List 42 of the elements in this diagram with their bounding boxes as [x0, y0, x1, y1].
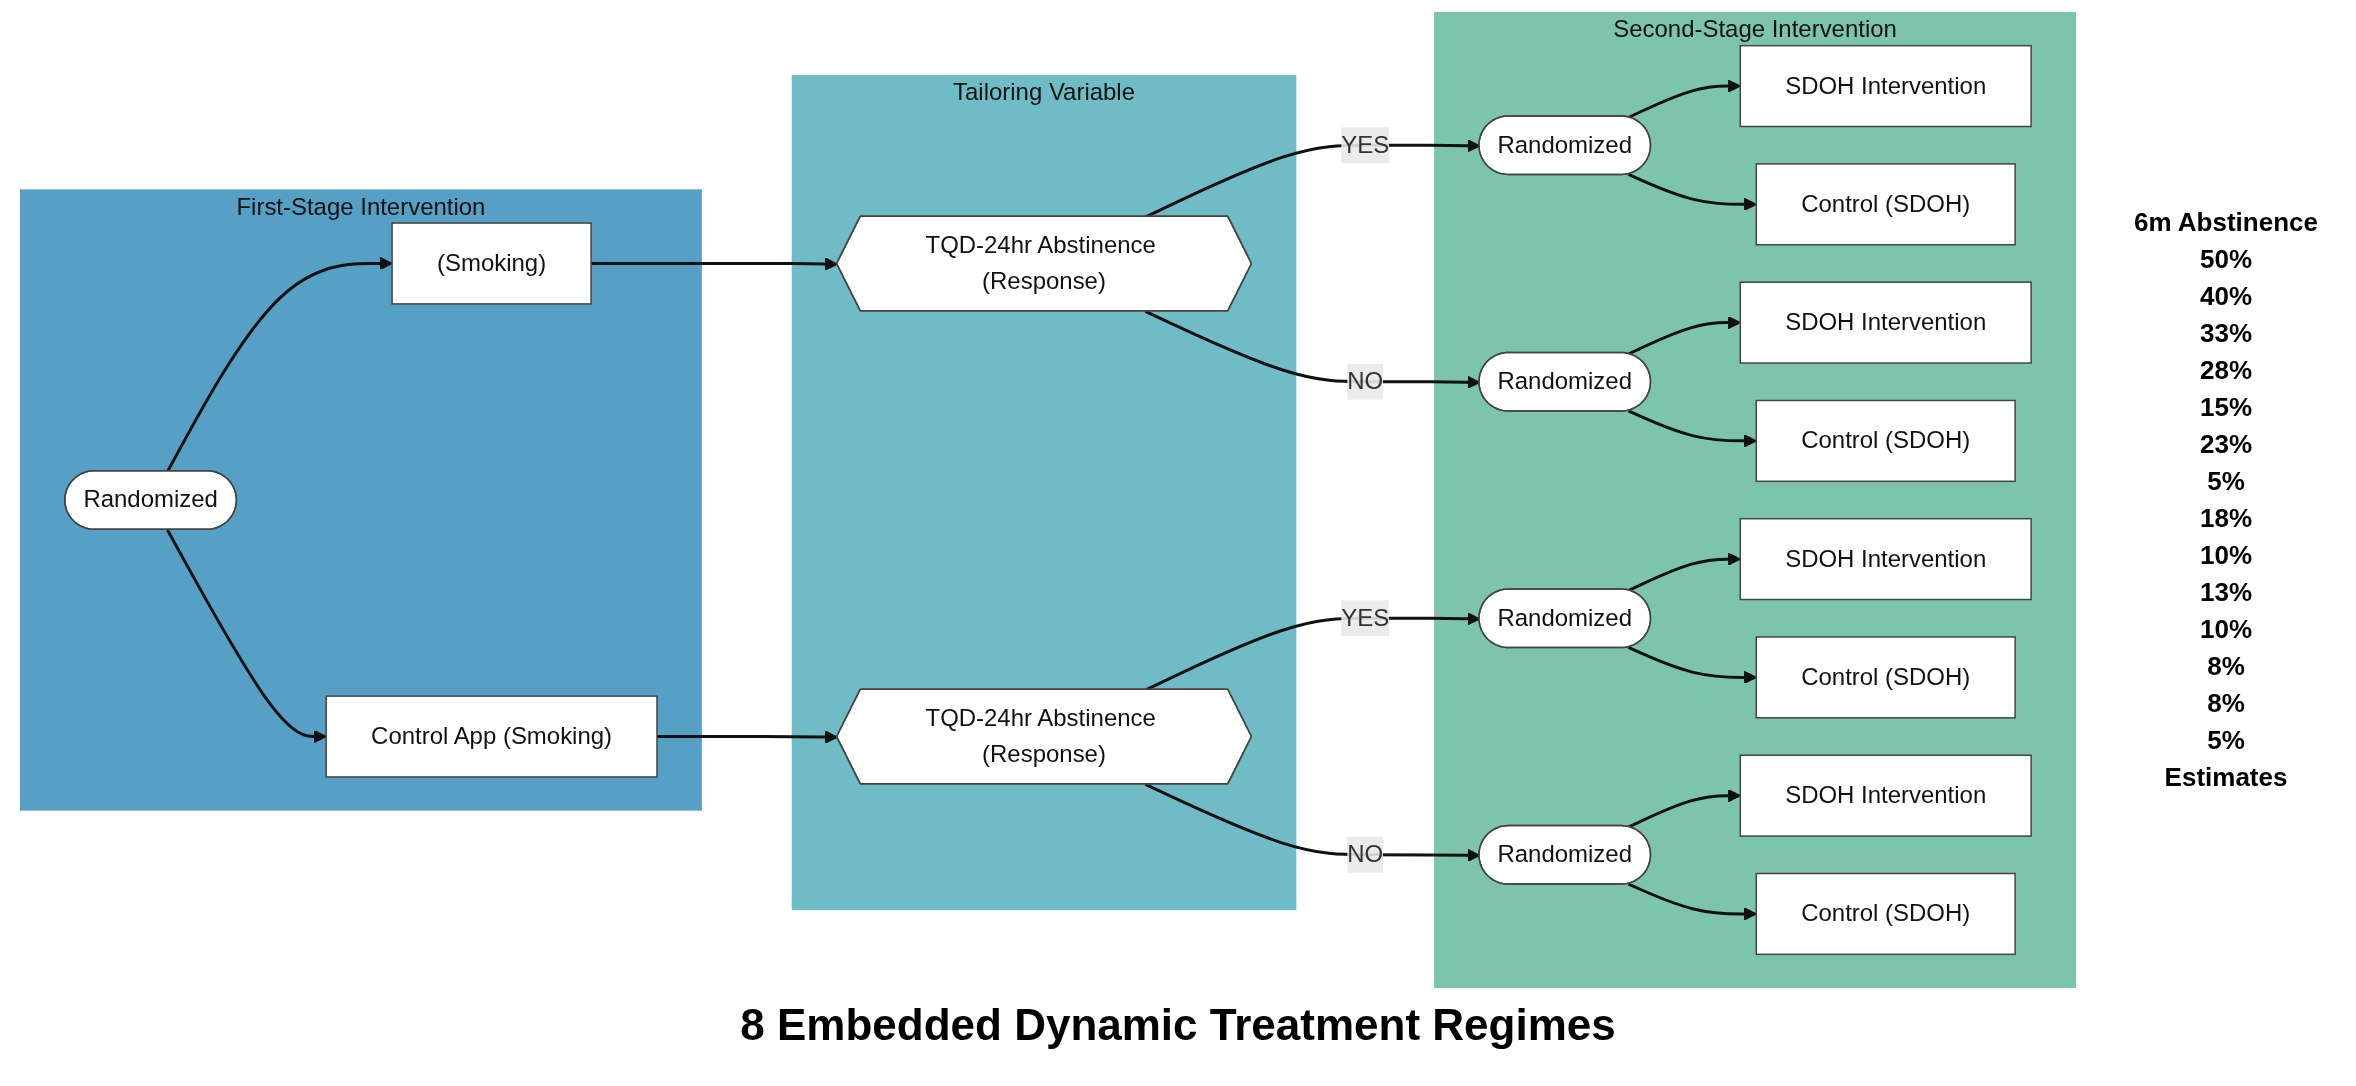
node-box: (Smoking) — [391, 222, 592, 305]
node-box: SDOH Intervention — [1739, 517, 2032, 601]
node-box: Control (SDOH) — [1755, 636, 2016, 719]
label-text: 50% — [2199, 244, 2252, 275]
label-text: 15% — [2199, 392, 2252, 423]
node-box: Control (SDOH) — [1755, 872, 2016, 956]
edge-label: NO — [1347, 841, 1384, 867]
caption: 8 Embedded Dynamic Treatment Regimes — [739, 1000, 1617, 1050]
node-box: Control (SDOH) — [1755, 399, 2016, 483]
label-text: 6m Abstinence — [2134, 207, 2318, 238]
arrow — [1627, 173, 1757, 211]
arrow — [656, 730, 838, 744]
node-box: SDOH Intervention — [1739, 754, 2032, 837]
label-text: 28% — [2199, 355, 2252, 386]
label-text: 33% — [2199, 318, 2252, 349]
label-text: 8% — [2207, 688, 2245, 719]
arrow — [1627, 789, 1741, 829]
arrow — [1627, 409, 1757, 448]
label-text: 40% — [2199, 281, 2252, 312]
edge-label: YES — [1341, 604, 1390, 631]
label-text: 5% — [2207, 466, 2245, 497]
label-text: 5% — [2207, 725, 2245, 756]
label-text: 23% — [2199, 429, 2252, 460]
label-text: 13% — [2199, 577, 2252, 608]
arrow — [166, 529, 327, 744]
edge-label: YES — [1341, 131, 1390, 158]
edge-label: NO — [1347, 368, 1384, 394]
node-box: Control (SDOH) — [1755, 163, 2016, 246]
node-box: SDOH Intervention — [1739, 44, 2032, 128]
node-box: Control App (Smoking) — [325, 695, 658, 778]
arrow — [1627, 646, 1757, 684]
label-text: 10% — [2199, 614, 2252, 645]
arrow — [1627, 79, 1741, 119]
arrow — [1627, 552, 1741, 592]
arrow — [1627, 316, 1741, 356]
arrow — [1627, 882, 1757, 921]
label-text: 10% — [2199, 540, 2252, 571]
arrow — [591, 257, 838, 271]
node-box: SDOH Intervention — [1739, 281, 2032, 364]
label-text: 8% — [2207, 651, 2245, 682]
label-text: Estimates — [2164, 762, 2288, 793]
label-text: 18% — [2199, 503, 2252, 534]
